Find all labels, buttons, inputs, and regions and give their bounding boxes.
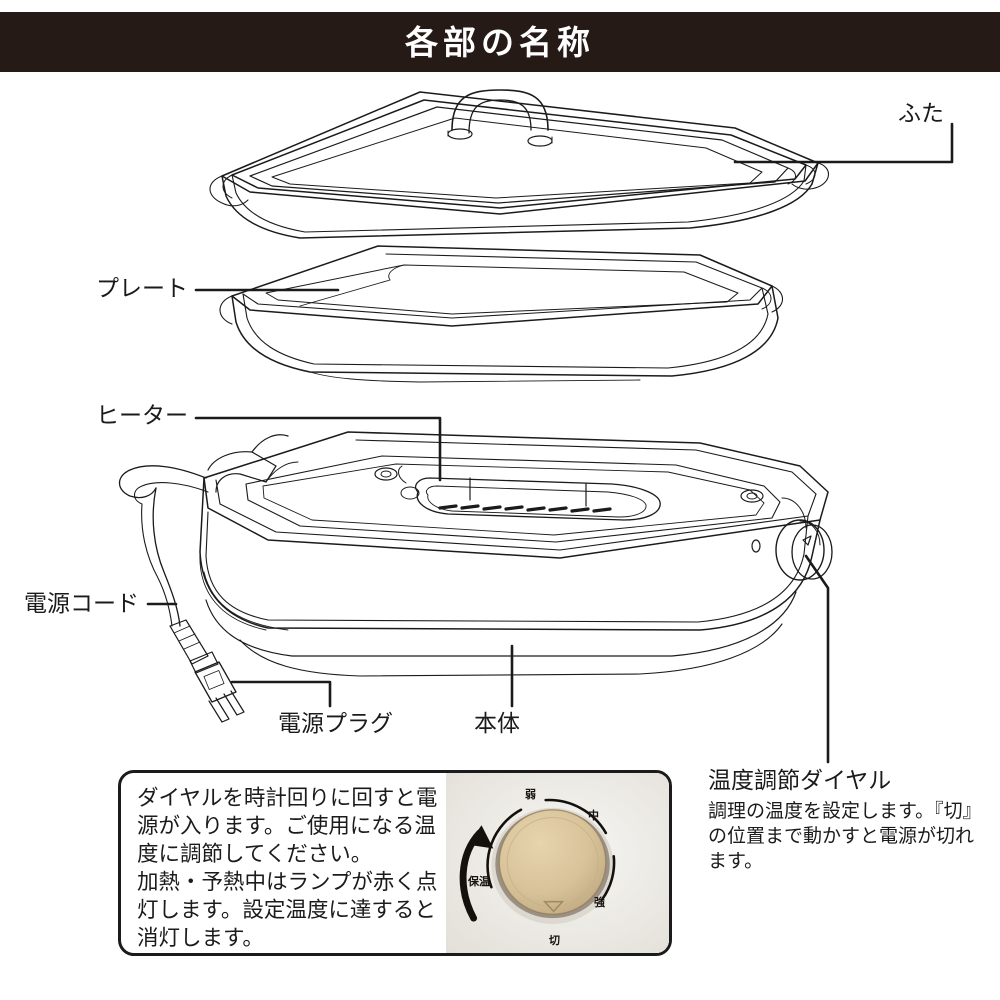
- lid-illustration: [209, 89, 830, 239]
- temperature-dial-description: 調理の温度を設定します。『切』の位置まで動かすと電源が切れます。: [708, 801, 982, 873]
- temperature-dial-info: 温度調節ダイヤル 調理の温度を設定します。『切』の位置まで動かすと電源が切れます…: [708, 767, 998, 875]
- plate-illustration: [219, 245, 784, 383]
- dial-instruction-box: ダイヤルを時計回りに回すと電源が入ります。ご使用になる温度に調節してください。 …: [118, 770, 672, 956]
- callout-label-power-plug: 電源プラグ: [278, 710, 393, 736]
- callout-label-plate: プレート: [96, 275, 188, 301]
- dial-instruction-paragraph-1: ダイヤルを時計回りに回すと電源が入ります。ご使用になる温度に調節してください。: [137, 786, 438, 866]
- dial-instruction-paragraph-2: 加熱・予熱中はランプが赤く点灯します。設定温度に達すると消灯します。: [137, 869, 438, 950]
- heater-element: [398, 465, 661, 521]
- dial-instruction-text: ダイヤルを時計回りに回すと電源が入ります。ご使用になる温度に調節してください。 …: [121, 773, 446, 953]
- dial-photo-graphic: [446, 773, 669, 953]
- power-cord-illustration: [118, 465, 245, 723]
- dial-photo: 弱 中 強 切 保温: [446, 773, 669, 953]
- rotation-arrow: [459, 825, 494, 922]
- main-body-illustration: [199, 431, 833, 677]
- dial-mark-keep-warm: 保温: [468, 876, 490, 888]
- callout-label-main-body: 本体: [474, 710, 520, 736]
- dial-mark-low: 弱: [525, 789, 536, 801]
- callout-label-heater: ヒーター: [96, 402, 188, 428]
- callout-label-lid: ふた: [898, 100, 944, 126]
- dial-mark-off: 切: [549, 935, 560, 947]
- temperature-dial-on-body: [775, 519, 833, 581]
- temperature-dial-title: 温度調節ダイヤル: [708, 767, 892, 793]
- callout-label-power-cord: 電源コード: [24, 590, 139, 616]
- dial-mark-high: 強: [594, 897, 605, 909]
- page-title: 各部の名称: [405, 23, 595, 61]
- dial-mark-medium: 中: [588, 810, 599, 822]
- callout-leader-lines: [146, 122, 954, 764]
- page-header-bar: 各部の名称: [0, 12, 1000, 72]
